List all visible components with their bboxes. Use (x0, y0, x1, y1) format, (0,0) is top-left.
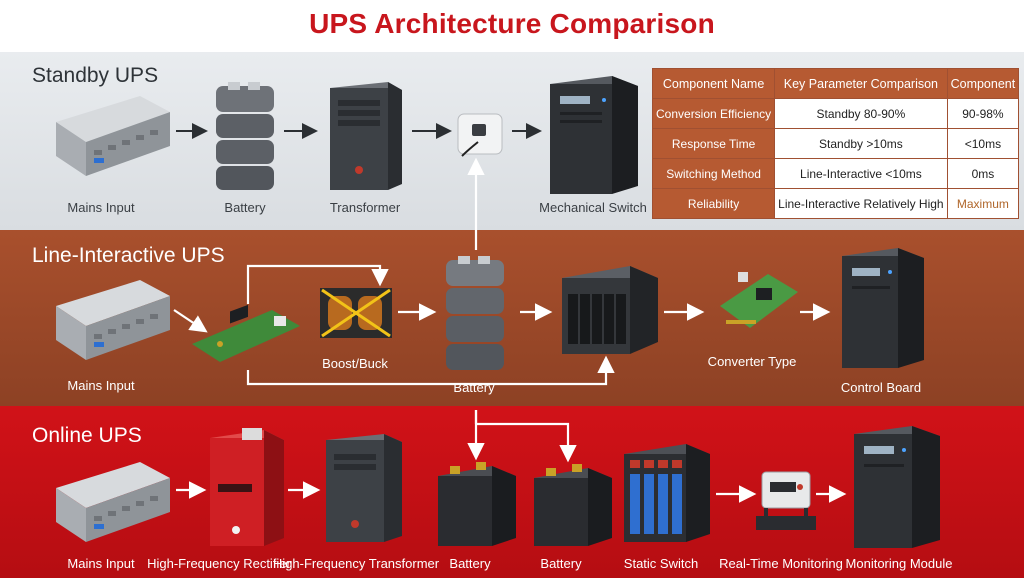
caption-real-time-monitoring: Real-Time Monitoring (719, 556, 843, 571)
table-header: Key Parameter Comparison (774, 68, 948, 99)
caption-high-frequency-rectifier: High-Frequency Rectifier (147, 556, 291, 571)
tower-server-icon (842, 248, 924, 368)
standby-ups-label: Standby UPS (32, 64, 159, 87)
table-header: Component (946, 68, 1020, 99)
table-cell: <10ms (946, 128, 1020, 159)
mains-input-icon (56, 96, 170, 176)
caption-transformer: Transformer (329, 200, 401, 215)
caption-mains-input: Mains Input (67, 200, 135, 215)
caption-battery: Battery (453, 380, 495, 395)
table-cell: Maximum (946, 188, 1020, 219)
caption-battery: Battery (224, 200, 266, 215)
table-cell: Switching Method (651, 158, 776, 189)
caption-static-switch: Static Switch (623, 556, 699, 571)
battery-stack-icon (216, 82, 274, 190)
page-title: UPS Architecture Comparison (309, 8, 715, 39)
caption-mains-input: Mains Input (67, 378, 135, 393)
lead-acid-battery-icon (438, 462, 516, 546)
table-header-row: Component Name Key Parameter Comparison … (651, 68, 1020, 99)
line-interactive-ups-label: Line-Interactive UPS (32, 244, 225, 267)
table-row: Response Time Standby >10ms <10ms (651, 128, 1020, 159)
table-cell: Reliability (651, 188, 776, 219)
battery-stack-icon (446, 256, 504, 370)
tower-server-icon (550, 76, 638, 194)
table-cell: Line-Interactive Relatively High (774, 188, 948, 219)
inductor-icon (320, 288, 392, 338)
table-row: Switching Method Line-Interactive <10ms … (651, 158, 1020, 189)
table-header: Component Name (651, 68, 776, 99)
tower-server-icon (330, 82, 402, 190)
table-row: Reliability Line-Interactive Relatively … (651, 188, 1020, 219)
switch-module-icon (457, 113, 503, 157)
table-row: Conversion Efficiency Standby 80-90% 90-… (651, 98, 1020, 129)
lead-acid-battery-icon (534, 464, 612, 546)
online-ups-label: Online UPS (32, 424, 142, 447)
table-cell: 90-98% (946, 98, 1020, 129)
caption-battery: Battery (540, 556, 582, 571)
table-cell: Line-Interactive <10ms (774, 158, 948, 189)
static-switch-icon (624, 444, 710, 542)
circuit-board-icon (192, 304, 300, 362)
table-cell: Response Time (651, 128, 776, 159)
caption-converter-type: Converter Type (707, 354, 797, 369)
red-rectifier-icon (210, 428, 284, 546)
caption-mains-input: Mains Input (67, 556, 135, 571)
caption-mechanical-switch: Mechanical Switch (539, 200, 647, 215)
table-cell: 0ms (946, 158, 1020, 189)
tower-server-icon (854, 426, 940, 548)
caption-boost-buck: Boost/Buck (322, 356, 388, 371)
mains-input-icon (56, 280, 170, 360)
nas-unit-icon (562, 266, 658, 354)
comparison-table: Component Name Key Parameter Comparison … (651, 68, 1020, 219)
circuit-board-icon (720, 272, 798, 328)
table-cell: Conversion Efficiency (651, 98, 776, 129)
mains-input-icon (56, 462, 170, 542)
caption-monitoring-module: Monitoring Module (845, 556, 953, 571)
table-cell: Standby 80-90% (774, 98, 948, 129)
caption-battery: Battery (449, 556, 491, 571)
table-cell: Standby >10ms (774, 128, 948, 159)
monitor-display-icon (756, 471, 816, 530)
caption-control-board: Control Board (840, 380, 922, 395)
caption-high-frequency-transformer: High-Frequency Transformer (272, 556, 440, 571)
tower-server-icon (326, 434, 402, 542)
